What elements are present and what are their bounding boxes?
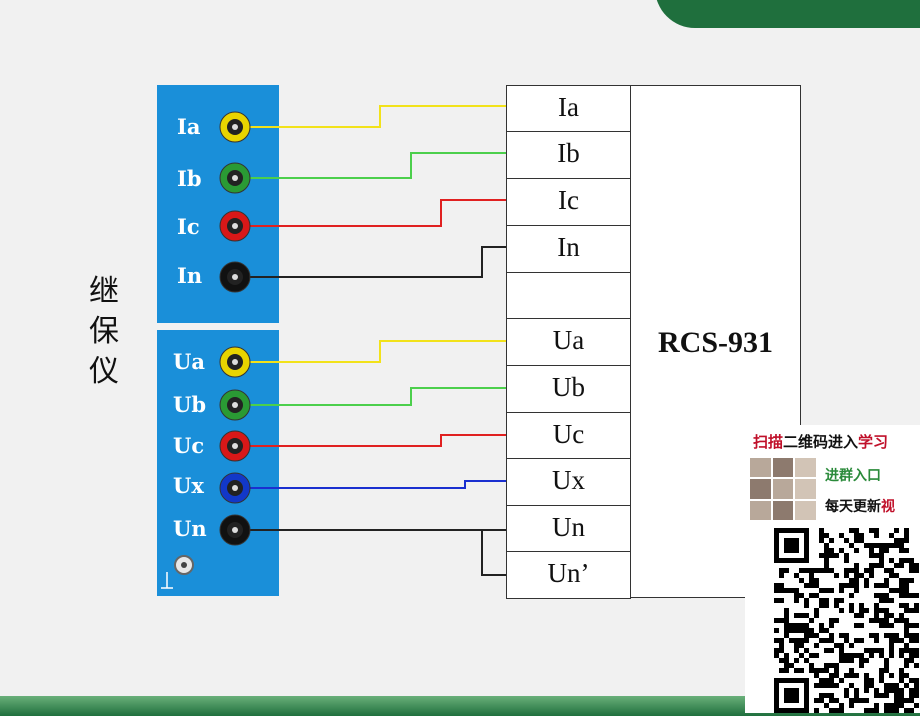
wire-ic (235, 199, 530, 227)
jack-uc[interactable] (219, 430, 251, 462)
advert-group-entry: 进群入口 (825, 468, 881, 484)
wire-in (235, 246, 530, 278)
relay-name: RCS-931 (657, 326, 773, 359)
wire-ux (235, 480, 530, 489)
relay-terminal-uc: Uc (506, 412, 631, 459)
bottom-band-decoration (0, 696, 920, 716)
wire-ia (235, 105, 530, 128)
relay-terminal-ic: Ic (506, 178, 631, 226)
wire-ub (235, 387, 530, 406)
relay-terminal-in: In (506, 225, 631, 273)
relay-terminal-ua: Ua (506, 318, 631, 366)
terminal-label-ic: Ic (177, 214, 200, 239)
jack-ux[interactable] (219, 472, 251, 504)
relay-terminal-label: Un’ (547, 558, 590, 588)
relay-terminal-label: Ib (557, 138, 580, 168)
avatar-thumbnails (750, 458, 816, 520)
relay-terminal-ib: Ib (506, 131, 631, 179)
advert-daily-update: 每天更新视 (825, 499, 895, 515)
relay-terminal-label: Ua (552, 325, 585, 355)
terminal-label-in: In (177, 263, 203, 288)
relay-terminal-un: Un’ (506, 551, 631, 599)
current-output-panel: Ia Ib Ic In (157, 85, 279, 323)
jack-ua[interactable] (219, 346, 251, 378)
terminal-label-ua: Ua (173, 349, 205, 374)
device-label: 继保仪 (89, 274, 119, 389)
jack-ia[interactable] (219, 111, 251, 143)
relay-terminal-ia: Ia (506, 85, 631, 132)
relay-terminal-label: Ub (552, 372, 585, 402)
terminal-label-ux: Ux (173, 473, 204, 498)
wire-ua (235, 340, 530, 363)
voltage-output-panel: Ua Ub Uc Ux Un (157, 330, 279, 596)
jack-ub[interactable] (219, 389, 251, 421)
terminal-label-un: Un (173, 516, 207, 541)
relay-terminal-label: Uc (552, 419, 585, 449)
jack-un[interactable] (219, 514, 251, 546)
terminal-label-ub: Ub (173, 392, 206, 417)
relay-terminal-label: Un (552, 512, 585, 542)
jack-ic[interactable] (219, 210, 251, 242)
relay-terminal-blank (506, 272, 631, 319)
advert-title: 扫描二维码进入学习 (753, 433, 889, 451)
relay-terminal-label: Ia (558, 92, 579, 122)
qr-code-advert[interactable]: 扫描二维码进入学习 进群入口 每天更新视 (745, 425, 920, 713)
terminal-label-uc: Uc (173, 433, 205, 458)
wire-uc (235, 434, 530, 447)
terminal-label-ib: Ib (177, 166, 202, 191)
ground-icon (161, 555, 194, 589)
relay-terminal-ux: Ux (506, 458, 631, 506)
relay-terminal-label: In (557, 232, 580, 262)
terminal-label-ia: Ia (177, 114, 201, 139)
relay-terminal-label: Ic (558, 185, 579, 215)
wire-ib (235, 152, 530, 179)
qr-code-icon[interactable] (773, 528, 920, 713)
relay-terminal-label: Ux (552, 465, 585, 495)
jack-ib[interactable] (219, 162, 251, 194)
top-banner-decoration (655, 0, 920, 28)
relay-terminal-ub: Ub (506, 365, 631, 413)
jack-in[interactable] (219, 261, 251, 293)
relay-terminal-un: Un (506, 505, 631, 552)
